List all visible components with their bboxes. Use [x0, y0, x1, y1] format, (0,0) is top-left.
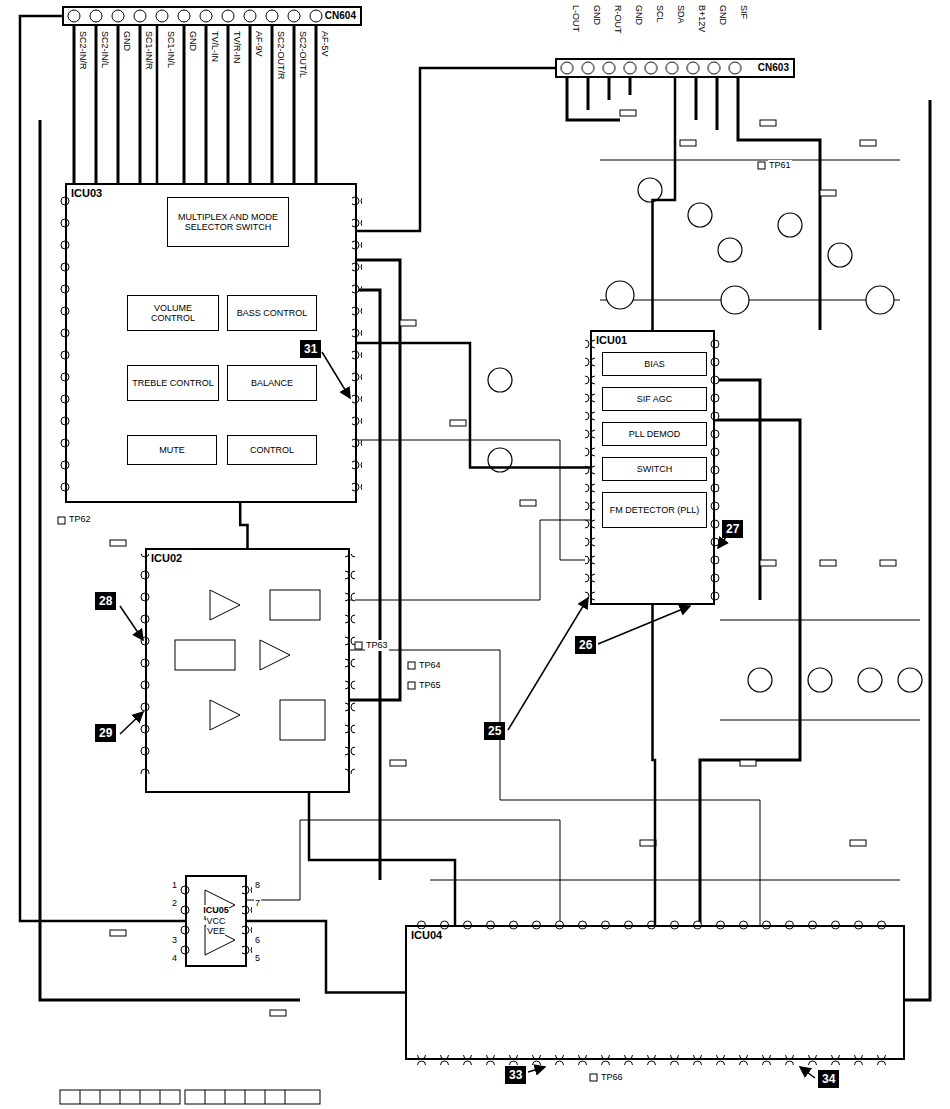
test-point-label: TP63 [365, 640, 389, 651]
pin-label: GND [633, 4, 644, 26]
node-text: ICU04 [411, 929, 442, 942]
pin-label: SIF [738, 4, 749, 20]
pin-label: SC2-IN/R [77, 30, 88, 71]
function-block: CONTROL [227, 435, 317, 465]
pin-label: SC1-IN/L [165, 30, 176, 69]
pin-label: GND [187, 30, 198, 52]
node-text: FM DETECTOR (PLL) [610, 505, 699, 515]
function-block: PLL DEMOD [602, 422, 707, 446]
node-text: MULTIPLEX AND MODE SELECTOR SWITCH [171, 212, 285, 233]
pin-label: GND [121, 30, 132, 52]
test-point-label: TP65 [418, 680, 442, 691]
callout-number: 29 [95, 724, 116, 742]
signal-wire [156, 26, 159, 183]
node-text: TREBLE CONTROL [132, 378, 214, 388]
callout-number: 25 [484, 722, 505, 740]
pin-number: 4 [171, 953, 178, 964]
pin-number: 8 [254, 880, 261, 891]
node-text: CONTROL [250, 445, 294, 455]
callout-number: 26 [575, 636, 596, 654]
connector-block: CN603 [555, 58, 795, 78]
function-block: VOLUME CONTROL [127, 295, 219, 331]
function-block: BALANCE [227, 365, 317, 401]
test-point-label: TP62 [68, 514, 92, 525]
node-text: CN604 [325, 10, 356, 22]
connector-block: CN604 [62, 6, 362, 26]
node-text: ICU02 [151, 552, 182, 565]
pin-label: SC2-OUT/R [275, 30, 286, 81]
pin-label: R-OUT [612, 4, 623, 35]
function-block: FM DETECTOR (PLL) [602, 492, 707, 528]
pin-label: GND [717, 4, 728, 26]
node-text: MUTE [159, 445, 185, 455]
node-text: PLL DEMOD [629, 429, 681, 439]
callout-number: 34 [818, 1070, 839, 1088]
signal-wire [357, 343, 590, 468]
node-text: VCC [206, 916, 225, 926]
callout-number: 33 [505, 1066, 526, 1084]
test-point-label: TP61 [768, 160, 792, 171]
ic-package: ICU04 [405, 925, 905, 1060]
node-text: ICU03 [71, 187, 102, 200]
signal-wire [240, 503, 247, 548]
function-block: MUTE [127, 435, 217, 465]
signal-wire [653, 78, 676, 330]
node-text: BASS CONTROL [237, 308, 308, 318]
pin-label: SDA [675, 4, 686, 25]
pin-label: AF-5V [319, 30, 330, 58]
pin-number: 6 [254, 935, 261, 946]
pin-number: 2 [171, 898, 178, 909]
signal-wire [357, 68, 555, 231]
signal-wire [20, 16, 185, 921]
signal-wire [247, 921, 405, 993]
pin-number: 7 [254, 898, 261, 909]
function-block: BIAS [602, 352, 707, 376]
pin-number: 1 [171, 880, 178, 891]
pin-label: TV/L-IN [209, 30, 220, 63]
node-text: VOLUME CONTROL [131, 303, 215, 324]
node-text: BALANCE [251, 378, 293, 388]
pin-label: AF-9V [253, 30, 264, 58]
ic-package: ICU05VCCVEE [185, 875, 247, 967]
function-block: SIF AGC [602, 387, 707, 411]
node-text: SIF AGC [637, 394, 673, 404]
node-text: VEE [207, 926, 225, 936]
test-point-label: TP66 [600, 1072, 624, 1083]
node-text: CN603 [758, 62, 789, 74]
function-block: BASS CONTROL [227, 295, 317, 331]
signal-wire [653, 605, 656, 925]
pin-label: SC1-IN/R [143, 30, 154, 71]
callout-number: 28 [95, 592, 116, 610]
node-text: BIAS [644, 359, 665, 369]
function-block: MULTIPLEX AND MODE SELECTOR SWITCH [167, 197, 289, 247]
function-block: TREBLE CONTROL [127, 365, 219, 401]
node-text: SWITCH [637, 464, 673, 474]
pin-number: 5 [254, 953, 261, 964]
ic-package: ICU01BIAS SIF AGC PLL DEMOD SWITCH FM DETECT… [590, 330, 715, 605]
pin-label: SC2-IN/L [99, 30, 110, 69]
pin-label: TV/R-IN [231, 30, 242, 65]
callout-number: 27 [722, 520, 743, 538]
pin-label: GND [591, 4, 602, 26]
callout-number: 31 [300, 340, 321, 358]
pin-number: 3 [171, 935, 178, 946]
pin-label: SC2-OUT/L [297, 30, 308, 79]
node-text: ICU05 [203, 905, 229, 915]
pin-label: SCL [654, 4, 665, 24]
pin-label: L-OUT [570, 4, 581, 33]
test-point-label: TP64 [418, 660, 442, 671]
function-block: SWITCH [602, 457, 707, 481]
pin-label: B+12V [696, 4, 707, 33]
ic-package: ICU02 [145, 548, 350, 793]
node-text: ICU01 [596, 334, 627, 347]
signal-wire [309, 793, 455, 925]
